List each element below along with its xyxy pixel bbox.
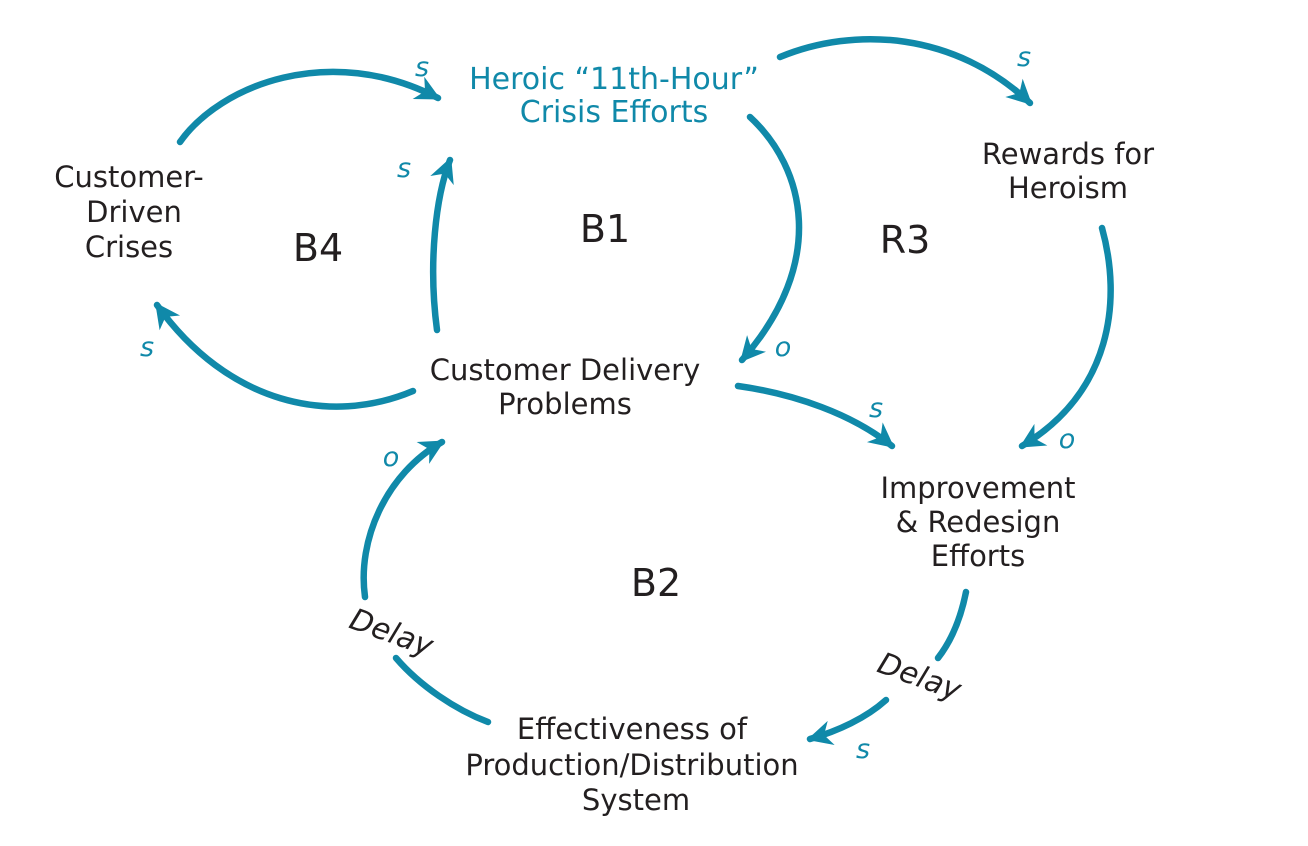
node-improvement-redesign-efforts: Improvement & Redesign Efforts	[880, 471, 1075, 573]
node-label-line: & Redesign	[896, 505, 1061, 539]
polarity-label-heroic-to-rewards: s	[1017, 42, 1031, 73]
node-label-line: Problems	[498, 387, 632, 421]
node-label-line: Crisis Efforts	[520, 95, 708, 130]
link-cdp-to-heroic-arrow	[429, 156, 454, 334]
link-crises-to-heroic-arrow	[176, 68, 442, 146]
node-label-line: Production/Distribution	[465, 748, 798, 782]
node-customer-driven-crises: Customer- Driven Crises	[54, 160, 203, 264]
nodes: Heroic “11th-Hour” Crisis Efforts Custom…	[54, 62, 1154, 817]
link-effectiveness-to-cdp-arrow-tail	[392, 654, 492, 726]
polarity-label-heroic-to-cdp: o	[775, 332, 792, 363]
node-effectiveness-production-distribution: Effectiveness of Production/Distribution…	[465, 712, 798, 817]
node-label-line: Efforts	[931, 539, 1025, 573]
node-label-line: Customer Delivery	[430, 353, 700, 387]
polarity-labels: s s s o o s s s o	[140, 42, 1075, 765]
node-label-line: Improvement	[880, 471, 1075, 505]
loop-label-b2: B2	[631, 561, 681, 605]
node-label-line: Crises	[85, 230, 173, 264]
polarity-label-improvement-to-effectiveness: s	[856, 734, 870, 765]
node-label-line: Effectiveness of	[517, 712, 748, 746]
node-label-line: Driven	[86, 195, 182, 229]
link-heroic-to-cdp-arrow	[738, 113, 803, 364]
node-label-line: Rewards for	[982, 137, 1154, 171]
link-improvement-to-effectiveness-arrow-tail	[934, 588, 970, 662]
polarity-label-cdp-to-crises: s	[140, 332, 154, 363]
polarity-label-effectiveness-to-cdp: o	[383, 442, 400, 473]
link-heroic-to-rewards-arrow	[776, 35, 1034, 107]
node-rewards-for-heroism: Rewards for Heroism	[982, 137, 1154, 205]
polarity-label-crises-to-heroic: s	[415, 52, 429, 83]
loop-label-b4: B4	[293, 226, 343, 270]
link-effectiveness-to-cdp-arrow-head	[360, 438, 446, 601]
link-cdp-to-crises-arrow	[153, 301, 417, 410]
node-label-line: Heroism	[1008, 171, 1128, 205]
polarity-label-cdp-to-heroic: s	[397, 153, 411, 184]
node-customer-delivery-problems: Customer Delivery Problems	[430, 353, 700, 421]
loop-label-b1: B1	[580, 207, 630, 251]
link-improvement-to-effectiveness-arrow-head	[806, 696, 890, 746]
polarity-label-cdp-to-improvement: s	[869, 393, 883, 424]
delay-label-effectiveness-to-cdp: Delay	[345, 602, 439, 665]
links	[153, 35, 1114, 746]
node-label-line: System	[582, 783, 690, 817]
node-heroic-crisis-efforts: Heroic “11th-Hour” Crisis Efforts	[469, 62, 759, 130]
link-rewards-to-improvement-arrow	[1018, 224, 1114, 450]
loop-label-r3: R3	[880, 218, 931, 262]
node-label-line: Customer-	[54, 160, 203, 194]
node-label-line: Heroic “11th-Hour”	[469, 62, 759, 97]
loop-labels: B4 B1 R3 B2	[293, 207, 930, 605]
link-cdp-to-improvement-arrow	[734, 382, 896, 450]
polarity-label-rewards-to-improvement: o	[1059, 424, 1076, 455]
